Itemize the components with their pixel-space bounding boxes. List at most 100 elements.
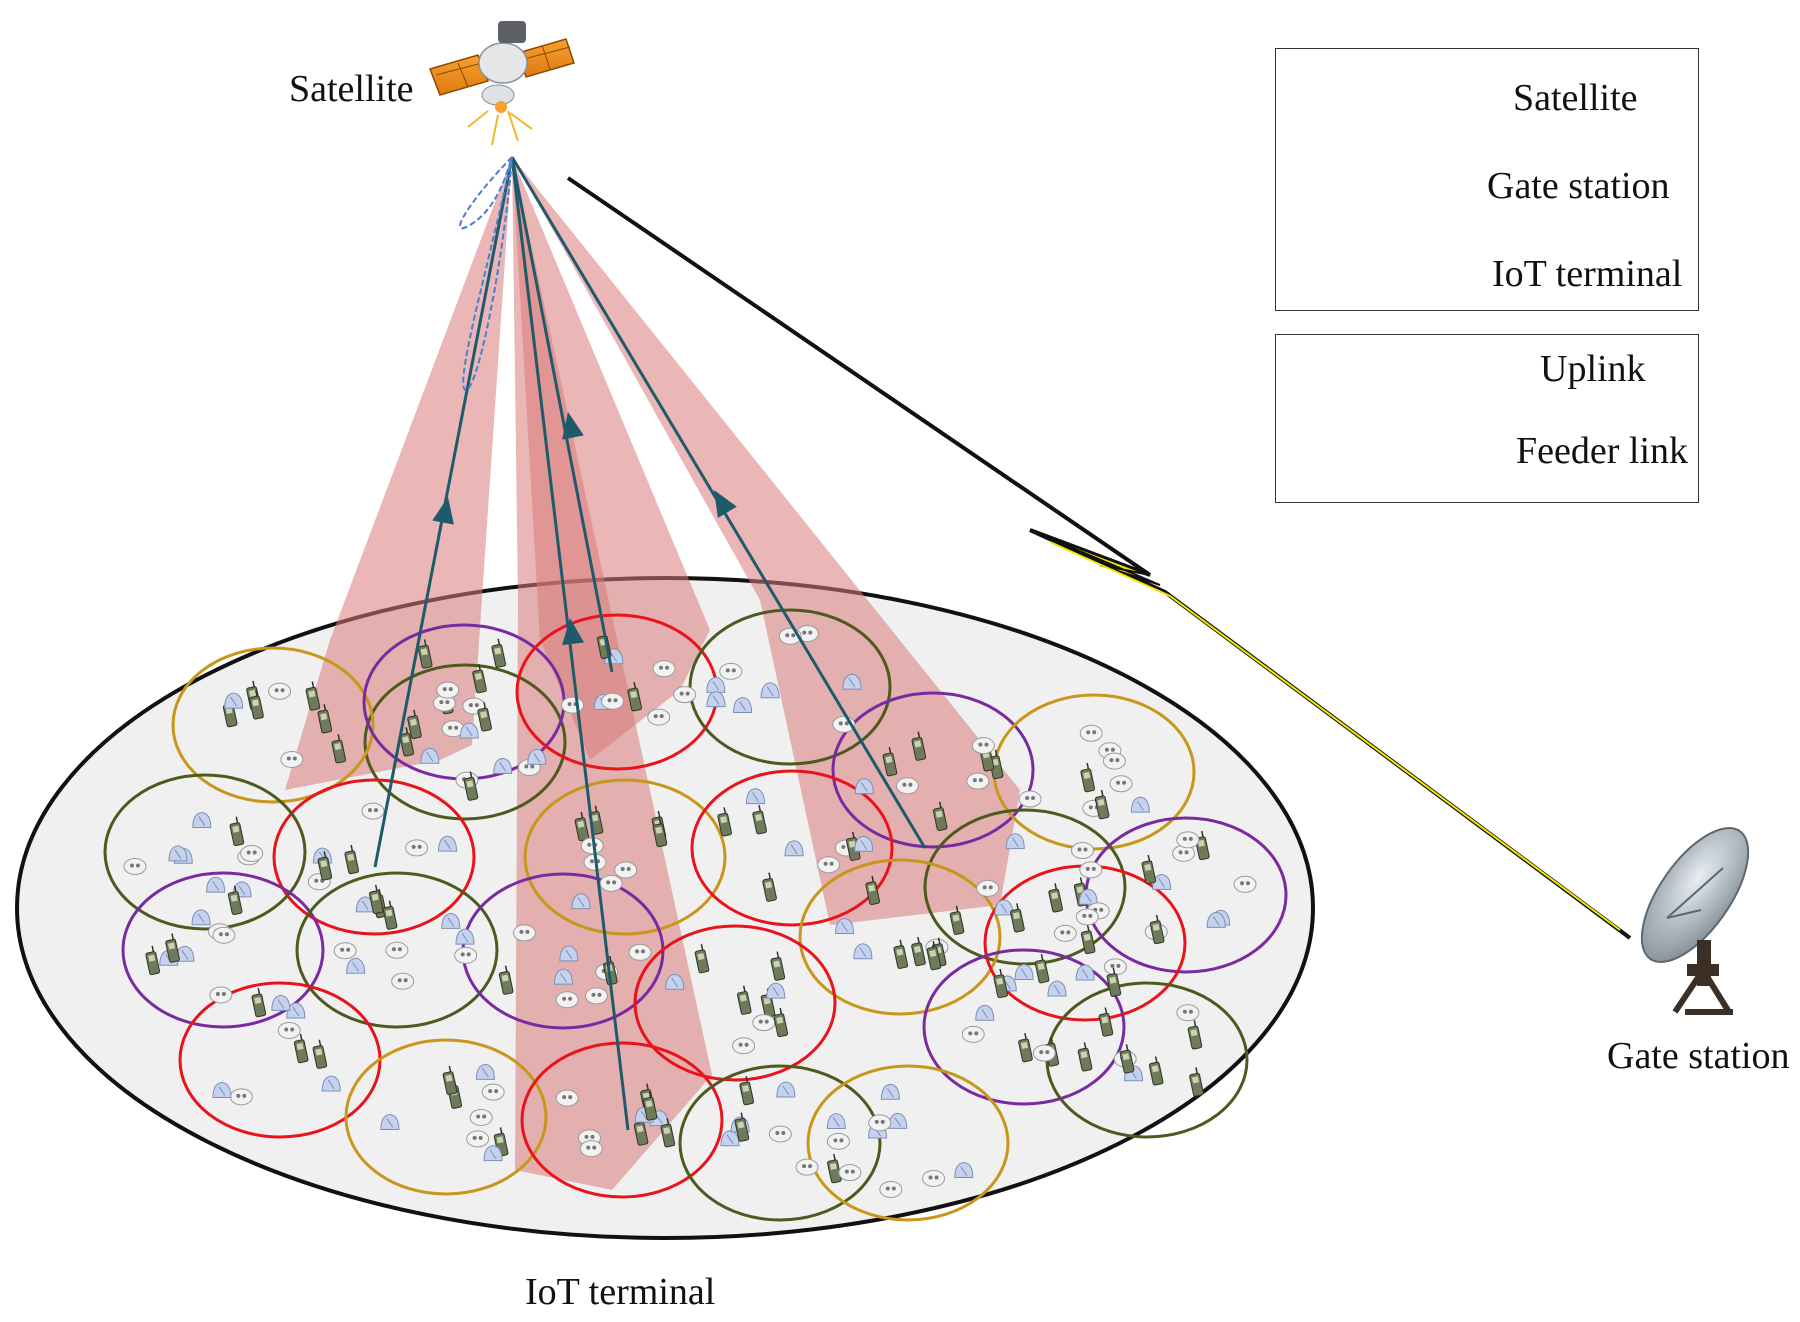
smart-device-icon	[706, 691, 726, 708]
legend-feeder-link-label: Feeder link	[1516, 430, 1689, 472]
sensor-icon	[976, 879, 1000, 897]
sensor-icon	[240, 845, 264, 863]
coverage-cell	[171, 646, 375, 804]
mobile-phone-icon	[382, 900, 398, 930]
antenna-pattern	[459, 156, 513, 392]
mobile-phone-icon	[1141, 854, 1157, 885]
mobile-phone-icon	[145, 945, 161, 976]
sensor-icon	[961, 1025, 985, 1043]
sensor-icon	[1079, 724, 1103, 742]
mobile-phone-icon	[652, 817, 668, 848]
mobile-phone-icon	[627, 682, 642, 712]
smart-device-icon	[854, 778, 874, 795]
smart-device-icon	[224, 692, 244, 709]
coverage-cell	[272, 778, 476, 936]
satellite-icon	[429, 21, 575, 146]
sensor-icon	[817, 856, 841, 874]
smart-device-icon	[826, 1113, 846, 1130]
mobile-phone-icon	[472, 663, 487, 694]
coverage-cell	[121, 871, 325, 1029]
mobile-phone-icon	[633, 1116, 649, 1146]
sensor-icon	[1176, 831, 1200, 849]
terminal-group	[123, 625, 1257, 1198]
smart-device-icon	[766, 982, 786, 999]
legend-iot-terminal-label: IoT terminal	[1492, 253, 1683, 295]
smart-device-icon	[854, 835, 874, 852]
sensor-icon	[385, 941, 409, 959]
sensor-icon	[432, 694, 456, 712]
smart-device-icon	[745, 788, 765, 805]
mobile-phone-icon	[344, 844, 360, 875]
sensor-icon	[561, 696, 585, 714]
sensor-icon	[280, 750, 304, 768]
mobile-phone-icon	[926, 940, 942, 971]
sensor-icon	[1109, 775, 1133, 793]
smart-device-icon	[420, 747, 440, 764]
coverage-cell	[678, 1064, 882, 1222]
mobile-phone-icon	[317, 851, 333, 881]
mobile-phone-icon	[463, 771, 479, 801]
beam-3	[512, 157, 710, 760]
sensor-icon	[481, 1083, 505, 1101]
mobile-phone-icon	[1106, 967, 1122, 997]
sensor-icon	[277, 1021, 301, 1039]
mobile-phone-icon	[911, 731, 927, 761]
mobile-phone-icon	[407, 709, 422, 740]
sensor-icon	[1053, 924, 1077, 942]
sensor-icon	[768, 1125, 792, 1143]
sensor-icon	[868, 1114, 892, 1132]
sensor-icon	[614, 861, 638, 879]
mobile-phone-icon	[1034, 954, 1050, 984]
smart-device-icon	[1047, 980, 1067, 997]
coverage-cell	[633, 924, 837, 1082]
sensor-icon	[584, 987, 608, 1005]
smart-device-icon	[842, 673, 862, 690]
sensor-icon	[1032, 1044, 1056, 1062]
sensor-icon	[361, 802, 385, 820]
uplink-arrowhead	[714, 490, 737, 518]
smart-device-icon	[1005, 833, 1025, 850]
coverage-cell	[688, 608, 892, 766]
mobile-phone-icon	[1098, 1007, 1114, 1037]
mobile-phone-icon	[762, 872, 777, 902]
sensor-icon	[971, 737, 995, 755]
mobile-phone-icon	[694, 944, 710, 974]
coverage-cell	[363, 663, 567, 821]
smart-device-icon	[168, 845, 188, 862]
mobile-phone-icon	[993, 968, 1009, 999]
sensor-icon	[826, 1132, 850, 1150]
sensor-icon	[1079, 861, 1103, 879]
mobile-phone-icon	[399, 727, 415, 757]
coverage-cell	[922, 948, 1126, 1106]
smart-device-icon	[776, 1081, 796, 1098]
iot-terminal-label: IoT terminal	[525, 1271, 716, 1313]
mobile-phone-icon	[1010, 903, 1025, 933]
satellite-label: Satellite	[289, 68, 414, 110]
smart-device-icon	[760, 682, 780, 699]
mobile-phone-icon	[1187, 1020, 1203, 1050]
sensor-icon	[752, 1014, 776, 1032]
smart-device-icon	[784, 840, 804, 857]
coverage-cell	[344, 1038, 548, 1196]
uplink-arrowhead	[562, 618, 585, 646]
mobile-phone-icon	[770, 951, 786, 981]
mobile-phone-icon	[1119, 1044, 1135, 1074]
mobile-phone-icon	[1189, 1067, 1204, 1097]
gate-station-label: Gate station	[1607, 1035, 1790, 1077]
smart-device-icon	[175, 945, 195, 962]
uplink-arrowhead	[562, 412, 584, 440]
mobile-phone-icon	[1148, 1056, 1164, 1086]
smart-device-icon	[954, 1162, 974, 1179]
sensor-icon	[795, 1158, 819, 1176]
mobile-phone-icon	[251, 987, 267, 1018]
smart-device-icon	[880, 1083, 900, 1100]
beam-1	[285, 157, 512, 790]
sensor-icon	[1233, 875, 1257, 893]
mobile-phone-icon	[642, 1091, 658, 1121]
mobile-phone-icon	[227, 885, 243, 915]
sensor-icon	[454, 946, 478, 964]
sensor-icon	[1070, 842, 1094, 860]
smart-device-icon	[1152, 873, 1172, 890]
legend-uplink-label: Uplink	[1540, 348, 1646, 390]
mobile-phone-icon	[949, 905, 965, 935]
